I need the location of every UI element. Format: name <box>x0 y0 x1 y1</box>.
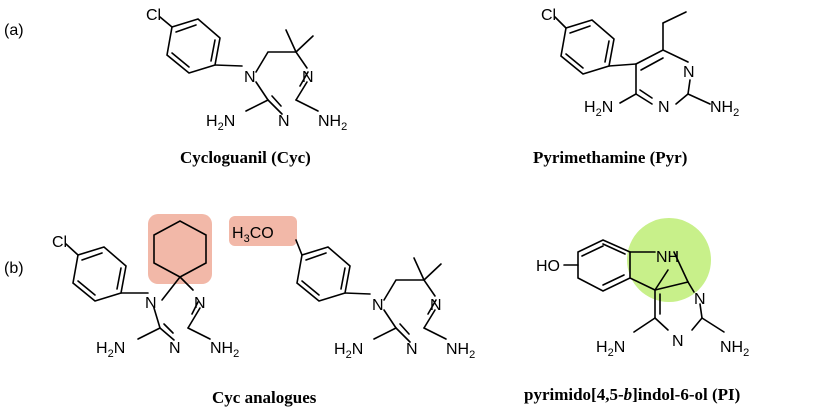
cyc-analogue-methoxy-structure: H3CO N N N H2N NH2 <box>232 225 475 361</box>
an1-n5-label: N <box>169 340 181 357</box>
caption-pyrimidoindolol: pyrimido[4,5-b]indol-6-ol (PI) <box>524 385 740 405</box>
an1-n1-label: N <box>145 295 157 312</box>
an1-cl-label: Cl <box>52 234 67 251</box>
cyc-h2n-label: H2N <box>206 113 235 133</box>
caption-pi-italic: b <box>623 385 633 404</box>
panel-label-a: (a) <box>4 22 24 39</box>
an2-h2n-label: H2N <box>334 341 363 361</box>
caption-pi-prefix: pyrimido[4,5- <box>524 385 624 404</box>
cyc-n5-label: N <box>278 113 290 130</box>
cyc-cl-label: Cl <box>146 7 161 24</box>
an1-n3-label: N <box>194 295 206 312</box>
indole-nh-highlight <box>627 218 711 302</box>
an1-nh2-label: NH2 <box>210 340 239 360</box>
cyc-n3-label: N <box>302 69 314 86</box>
caption-pi-suffix: ]indol-6-ol (PI) <box>632 385 741 404</box>
spiro-cyclohexane-highlight <box>148 214 212 284</box>
pyr-h2n-label: H2N <box>584 99 613 119</box>
an2-n5-label: N <box>406 341 418 358</box>
pi-ho-label: HO <box>536 258 560 275</box>
pyr-cl-label: Cl <box>541 7 556 24</box>
pyr-n1-label: N <box>683 64 695 81</box>
pyrimidoindolol-structure: HO NH N N H2N NH2 <box>536 239 749 359</box>
an2-h3co-label: H3CO <box>232 225 274 245</box>
pi-nh-label: NH <box>656 249 679 266</box>
pyrimethamine-structure: Cl N N H2N NH2 <box>541 7 739 119</box>
pi-h2n-label: H2N <box>596 339 625 359</box>
an1-h2n-label: H2N <box>96 340 125 360</box>
panel-label-b: (b) <box>4 260 24 277</box>
cyc-analogue-spiro-structure: Cl N N N H2N NH2 <box>52 220 239 360</box>
caption-cycloguanil: Cycloguanil (Cyc) <box>180 148 311 167</box>
pyr-n3-label: N <box>658 99 670 116</box>
caption-pyrimethamine: Pyrimethamine (Pyr) <box>533 148 688 167</box>
an2-n1-label: N <box>372 297 384 314</box>
cyc-nh2-label: NH2 <box>318 113 347 133</box>
cycloguanil-structure: Cl N N N H2N NH2 <box>146 7 347 133</box>
an2-nh2-label: NH2 <box>446 341 475 361</box>
pi-nh2-label: NH2 <box>720 339 749 359</box>
cyc-n1-label: N <box>244 69 256 86</box>
caption-cyc-analogues: Cyc analogues <box>212 388 317 407</box>
pi-n1-label: N <box>694 291 706 308</box>
pyr-nh2-label: NH2 <box>710 99 739 119</box>
methoxy-highlight <box>229 216 297 246</box>
an2-n3-label: N <box>430 297 442 314</box>
pi-n3-label: N <box>672 333 684 350</box>
